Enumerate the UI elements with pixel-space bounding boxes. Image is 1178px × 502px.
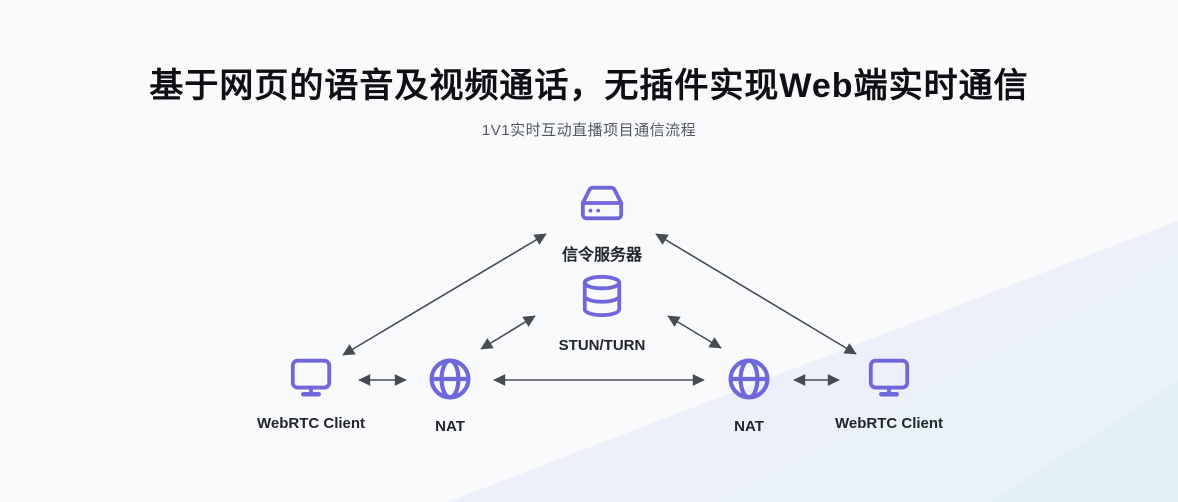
edge-clientL-signal (342, 233, 547, 356)
globe-icon (725, 355, 773, 408)
node-label: WebRTC Client (256, 415, 366, 432)
node-label: WebRTC Client (834, 415, 944, 432)
monitor-icon (865, 354, 913, 405)
node-label: 信令服务器 (561, 247, 642, 264)
node-nat-right: NAT (719, 355, 779, 435)
edge-signal-clientR (655, 233, 857, 355)
edge-natL-stun (480, 315, 536, 350)
node-signal-server: 信令服务器 (560, 180, 644, 265)
node-label: NAT (734, 418, 764, 435)
page-subtitle: 1V1实时互动直播项目通信流程 (481, 122, 697, 139)
node-stun-turn: STUN/TURN (556, 270, 648, 354)
node-webrtc-client-left: WebRTC Client (255, 354, 367, 432)
monitor-icon (287, 354, 335, 405)
node-webrtc-client-right: WebRTC Client (833, 354, 945, 432)
hard-drive-icon (579, 180, 625, 231)
node-nat-left: NAT (420, 355, 480, 435)
node-label: NAT (435, 418, 465, 435)
node-label: STUN/TURN (558, 337, 646, 354)
page-title: 基于网页的语音及视频通话，无插件实现Web端实时通信 (149, 67, 1029, 105)
header: 基于网页的语音及视频通话，无插件实现Web端实时通信 1V1实时互动直播项目通信… (0, 58, 1178, 140)
database-icon (579, 270, 625, 327)
globe-icon (426, 355, 474, 408)
edge-stun-natR (667, 315, 722, 349)
